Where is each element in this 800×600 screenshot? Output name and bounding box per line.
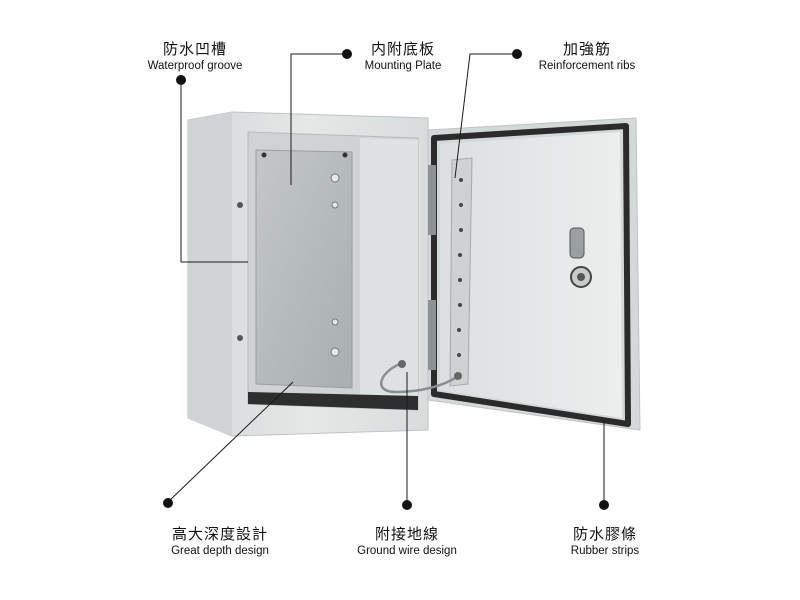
ground-wire-dot [402,500,412,510]
label-reinforcement-ribs: 加強筋 Reinforcement ribs [522,40,652,74]
label-rubber-strips-zh: 防水膠條 [572,525,637,543]
label-great-depth: 高大深度設計 Great depth design [150,525,290,559]
reinforcement-ribs-leader [454,53,517,179]
callout-lines [167,53,605,504]
mounting-plate [255,149,353,389]
label-ground-wire-zh: 附接地線 [374,525,439,543]
callout-dots [163,49,609,510]
great-depth-dot [163,498,173,508]
label-reinforcement-ribs-zh: 加強筋 [562,40,611,58]
label-great-depth-en: Great depth design [171,545,269,557]
waterproof-groove-dot [176,75,186,85]
label-great-depth-zh: 高大深度設計 [171,525,268,543]
label-mounting-plate: 内附底板 Mounting Plate [348,40,458,74]
great-depth-leader [167,381,294,503]
cabinet-door [379,117,641,431]
label-waterproof-groove: 防水凹槽 Waterproof groove [130,40,260,74]
label-waterproof-groove-en: Waterproof groove [147,60,243,72]
label-waterproof-groove-zh: 防水凹槽 [162,40,227,58]
label-ground-wire: 附接地線 Ground wire design [342,525,472,559]
label-rubber-strips: 防水膠條 Rubber strips [550,525,660,559]
label-reinforcement-ribs-en: Reinforcement ribs [538,60,636,72]
reinforcement-ribs-dot [512,49,522,59]
label-rubber-strips-en: Rubber strips [570,545,640,557]
mounting-plate-leader [290,53,347,185]
label-ground-wire-en: Ground wire design [357,545,457,557]
label-mounting-plate-en: Mounting Plate [364,60,442,72]
waterproof-groove-leader [180,79,248,263]
rubber-strips-dot [599,500,609,510]
mounting-plate-dot [342,49,352,59]
label-mounting-plate-zh: 内附底板 [370,40,435,58]
